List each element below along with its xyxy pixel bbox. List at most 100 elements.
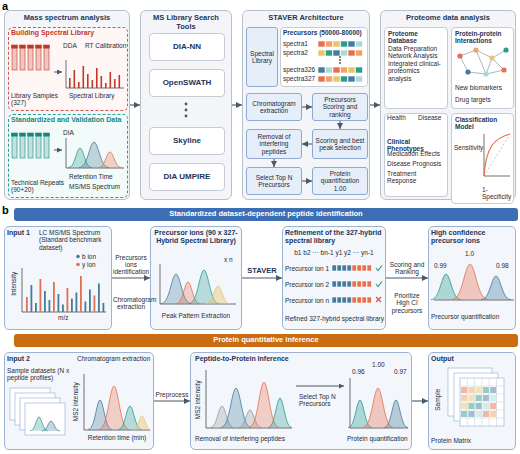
annotation: 1.00 [372,361,388,368]
sample-tube [28,48,33,70]
node-heading: Proteome data analysis [384,13,512,23]
node-text: Precursor ion 2 [285,281,333,288]
annotation: MS2 intensity [72,379,79,425]
tube-cap [44,133,50,136]
heatmap-cell [326,50,333,56]
spectrum-bar [49,300,51,312]
analysis-box: Clinical PhenotypesMedication EffectsDis… [384,113,448,197]
node-text: Precursor ion n [285,297,333,304]
heatmap-cell [318,41,325,47]
panel-letter: b [2,204,14,217]
matrix-cell [461,387,467,393]
check-mark [376,282,382,287]
node-heading: Standardized and Validation Data [11,116,127,124]
heatmap-cell [348,67,355,73]
grid-line [460,386,504,387]
plot-axes [350,378,408,428]
grid-line [460,394,504,395]
matrix-cell [468,387,474,393]
network-node [457,53,462,58]
peak [88,400,112,430]
plot-axes [84,374,150,430]
matrix-cell [476,395,482,401]
spectrum-bar [96,68,98,88]
grid-line [460,410,504,411]
annotation: Intensity [10,267,17,301]
flow-arrow [302,180,312,181]
validation-box: Standardized and Validation DataDIATechn… [8,114,128,198]
matrix-cell [490,403,496,409]
node-text: spectra326 [283,66,323,73]
matrix-cell [468,411,474,417]
spectrum-bar [67,288,69,312]
matrix-cell [461,395,467,401]
peak [189,270,219,304]
peak [238,410,262,428]
annotation: Health [387,114,415,121]
peak [363,388,393,428]
ellipsis-dot [339,62,341,64]
network-node [501,67,506,72]
peak [249,382,279,427]
library-box: Building Spectral LibraryLibrary Samples… [8,27,128,111]
flow-arrow [273,159,274,167]
node-text: 1.00 [314,185,366,192]
process-box: Scoring and best peak selection [312,129,368,159]
node-heading: Protein quantification [314,170,366,185]
matrix-cell [476,387,482,393]
node-text: spectra327 [283,75,323,82]
flow-arrow [130,104,140,105]
flow-arrow [54,150,62,151]
grid-line [474,378,475,426]
tool-box: Skyline [149,127,225,155]
ion-cell [352,297,357,303]
flow-arrow [154,400,190,401]
ion-cell [357,281,362,287]
flow-arrow [112,277,150,278]
spectrum-bar [31,285,33,312]
spectrum-bar [101,76,103,88]
process-box: Chromatogram extraction [246,93,302,121]
sample-profile [10,388,50,420]
heatmap-cell [333,76,340,82]
matrix-cell [483,395,489,401]
plot-axes [22,268,106,312]
ion-cell [367,281,372,287]
node-text: Integrated clinical-proteomics analysis [388,60,444,82]
annotation: Prioritize High CI precursors [388,292,426,314]
peak [452,264,488,300]
spectrum-bar [58,294,60,312]
node-heading: Mass spectrum analysis [8,13,126,23]
tube-cap [36,45,42,48]
peak [384,400,408,428]
sample-tube [44,136,49,158]
matrix-cell [483,387,489,393]
sample-tube [20,136,25,158]
annotation: m/z [58,314,78,321]
network-node [465,69,470,74]
heatmap-cell [318,76,325,82]
node-text: Sensitivity [454,144,484,151]
library-table: Precursors (50000-80000)spectra1spectra2… [280,27,368,87]
matrix-cell [461,403,467,409]
heatmap-cell [326,41,333,47]
network-link [468,72,486,74]
grid-line [496,378,497,426]
node-text: spectra1 [283,40,323,47]
peak [221,388,251,428]
annotation: Chromatogram extraction [113,296,149,311]
annotation: b ion [82,253,106,260]
plot-axes [206,370,292,428]
node-text: Sample datasets (N x peptide profiles) [7,367,71,382]
peak [348,400,372,428]
heatmap-cell [341,41,348,47]
ellipsis-dot [339,56,341,58]
peak [15,402,33,416]
column-panel: MS Library Search ToolsDIA-NNOpenSWATHSk… [140,10,232,200]
process-box: Spectral Library [246,27,278,87]
node-heading: Chromatogram extraction [248,100,300,115]
node-text: 1-Specificity [482,186,514,201]
peak [30,417,48,431]
node-text: spectra2 [283,49,323,56]
